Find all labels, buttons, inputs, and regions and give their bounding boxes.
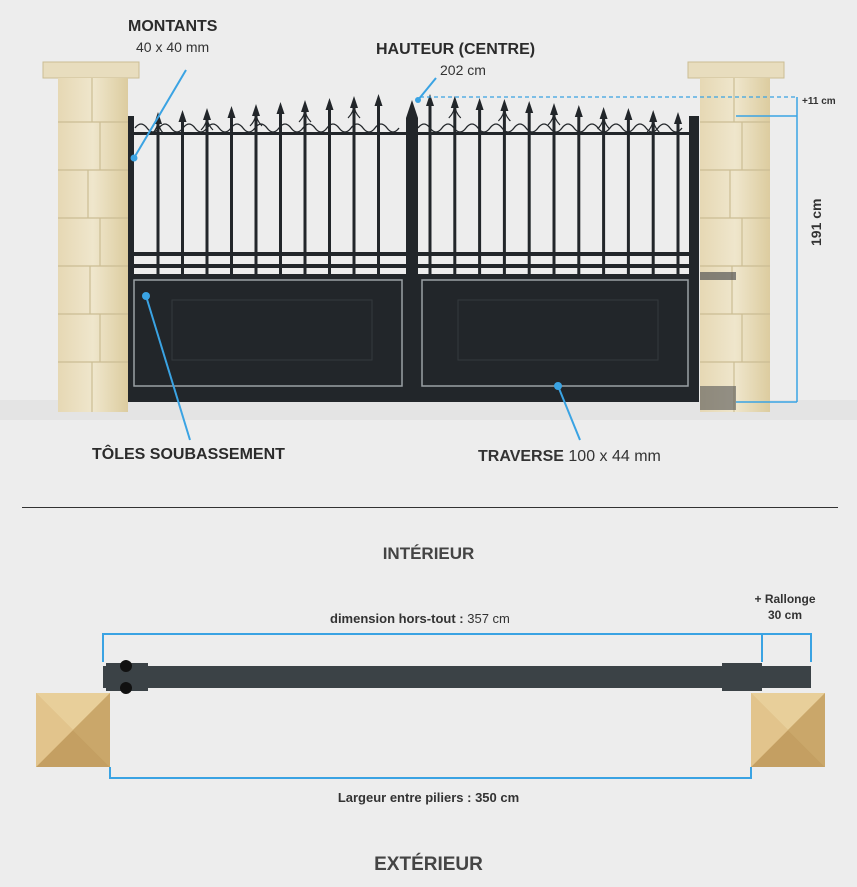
extension-value: 30 cm (767, 608, 803, 622)
toles-title: TÔLES SOUBASSEMENT (92, 446, 285, 463)
left-pillar (42, 61, 140, 412)
spear-ornament (497, 106, 511, 122)
spear-tip (227, 106, 236, 118)
montants-value: 40 x 40 mm (136, 39, 210, 55)
gate-bar (527, 113, 531, 274)
gate-bar (205, 120, 209, 274)
gate-bar (478, 110, 482, 274)
gate-bar (626, 120, 630, 274)
right-post (689, 116, 699, 402)
callout-lines (133, 69, 798, 441)
spear-tip (574, 105, 583, 117)
traverse-callout: TRAVERSE 100 x 44 mm (478, 448, 661, 466)
traverse-title: TRAVERSE (478, 448, 564, 465)
right-pillar (687, 61, 785, 412)
gate-bar (230, 118, 233, 274)
spear-ornament (448, 103, 462, 119)
gate-bar (552, 115, 556, 274)
gate-bar (254, 116, 258, 274)
callout-dots (130, 97, 562, 390)
spear-tip (203, 108, 211, 120)
spear-tip (374, 94, 383, 106)
spear-tip (350, 96, 358, 108)
right-panel (418, 274, 692, 388)
center-post (406, 118, 418, 402)
spear-tip (475, 98, 484, 110)
gate-bar (279, 114, 282, 274)
spear-tip (525, 101, 534, 113)
spear-tip (301, 100, 309, 112)
between-pillars-label: Largeur entre piliers : 350 cm (337, 790, 520, 805)
gate-bar (502, 111, 506, 274)
gate-bar (156, 124, 160, 274)
spear-tip (450, 96, 459, 108)
gate-bar (651, 122, 655, 274)
spear-tip (599, 107, 608, 119)
spear-tip (500, 99, 509, 111)
overall-value: 357 cm (467, 611, 510, 626)
section-divider (22, 507, 838, 508)
gate-bar (577, 117, 581, 274)
spear-ornament (347, 103, 361, 119)
spear-tip (674, 112, 682, 124)
gate-bar (303, 112, 307, 274)
exterior-label: EXTÉRIEUR (374, 854, 483, 875)
spear-tip (426, 94, 434, 106)
spear-ornament (298, 107, 312, 123)
spear-tip (550, 103, 558, 115)
spear-tip (649, 110, 658, 122)
overall-label: dimension hors-tout : (330, 611, 464, 626)
plan-gate-bar (103, 666, 811, 688)
spear-tip (325, 98, 334, 110)
gate-bar (328, 110, 331, 274)
gate-bar (602, 119, 606, 274)
spear-tip (252, 104, 260, 116)
traverse-value: 100 x 44 mm (568, 448, 661, 465)
gate-bar (352, 108, 356, 274)
spear-ornament (151, 119, 165, 135)
gate-bar (676, 124, 680, 274)
side-height: 191 cm (808, 198, 824, 246)
spear-ornament (646, 117, 660, 133)
left-post (128, 116, 134, 402)
montants-title: MONTANTS (128, 18, 218, 35)
spear-ornament (547, 110, 561, 126)
gate-bar (181, 122, 184, 274)
overall-dimension: dimension hors-tout : 357 cm (330, 611, 510, 626)
gate-bars (151, 94, 682, 274)
right-pillar-cap (751, 693, 825, 767)
ground (0, 400, 857, 420)
extra-height: +11 cm (802, 96, 836, 107)
hauteur-value: 202 cm (440, 62, 486, 78)
spear-tip (276, 102, 285, 114)
gate (128, 94, 699, 402)
plan-view (36, 633, 825, 779)
gate-bar (377, 106, 380, 274)
hauteur-title: HAUTEUR (CENTRE) (376, 41, 536, 58)
left-pillar-cap (36, 693, 110, 767)
spear-tip (624, 108, 633, 120)
gate-bar (428, 106, 432, 274)
left-panel (130, 274, 406, 388)
extension-label: + Rallonge (754, 592, 816, 606)
interior-label: INTÉRIEUR (382, 544, 475, 563)
spear-ornament (249, 111, 263, 127)
spear-ornament (597, 114, 611, 130)
spear-ornament (200, 115, 214, 131)
spear-tip (178, 110, 187, 122)
gate-bar (453, 108, 457, 274)
bottom-rail (130, 388, 692, 402)
